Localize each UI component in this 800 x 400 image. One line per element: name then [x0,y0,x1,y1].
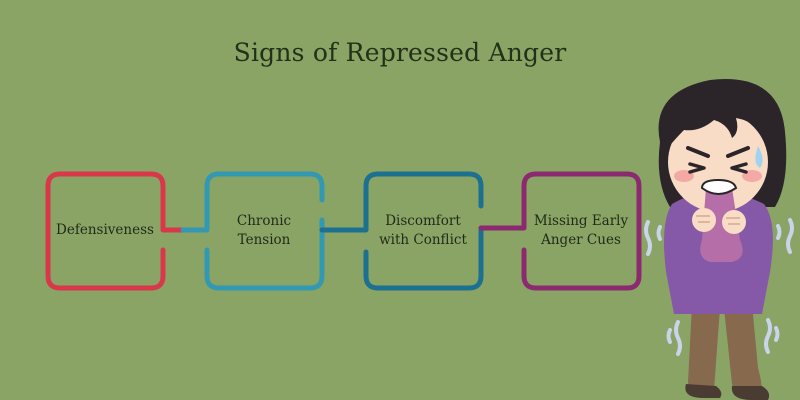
step-box-defensiveness [45,171,186,291]
diagram-title: Signs of Repressed Anger [233,38,567,67]
step-label-discomfort-with-conflict: Discomfort with Conflict [379,213,467,248]
step-box-chronic-tension [180,171,325,291]
step-box-missing-early-anger-cues [478,171,642,291]
step-label-chronic-tension: Chronic Tension [236,213,292,248]
upset-woman-biting-cloth-icon [644,79,794,400]
step-label-defensiveness: Defensiveness [56,222,154,238]
step-label-missing-early-anger-cues: Missing Early Anger Cues [533,213,629,248]
trembling-marks [644,218,794,356]
step-box-discomfort-with-conflict [319,171,484,291]
